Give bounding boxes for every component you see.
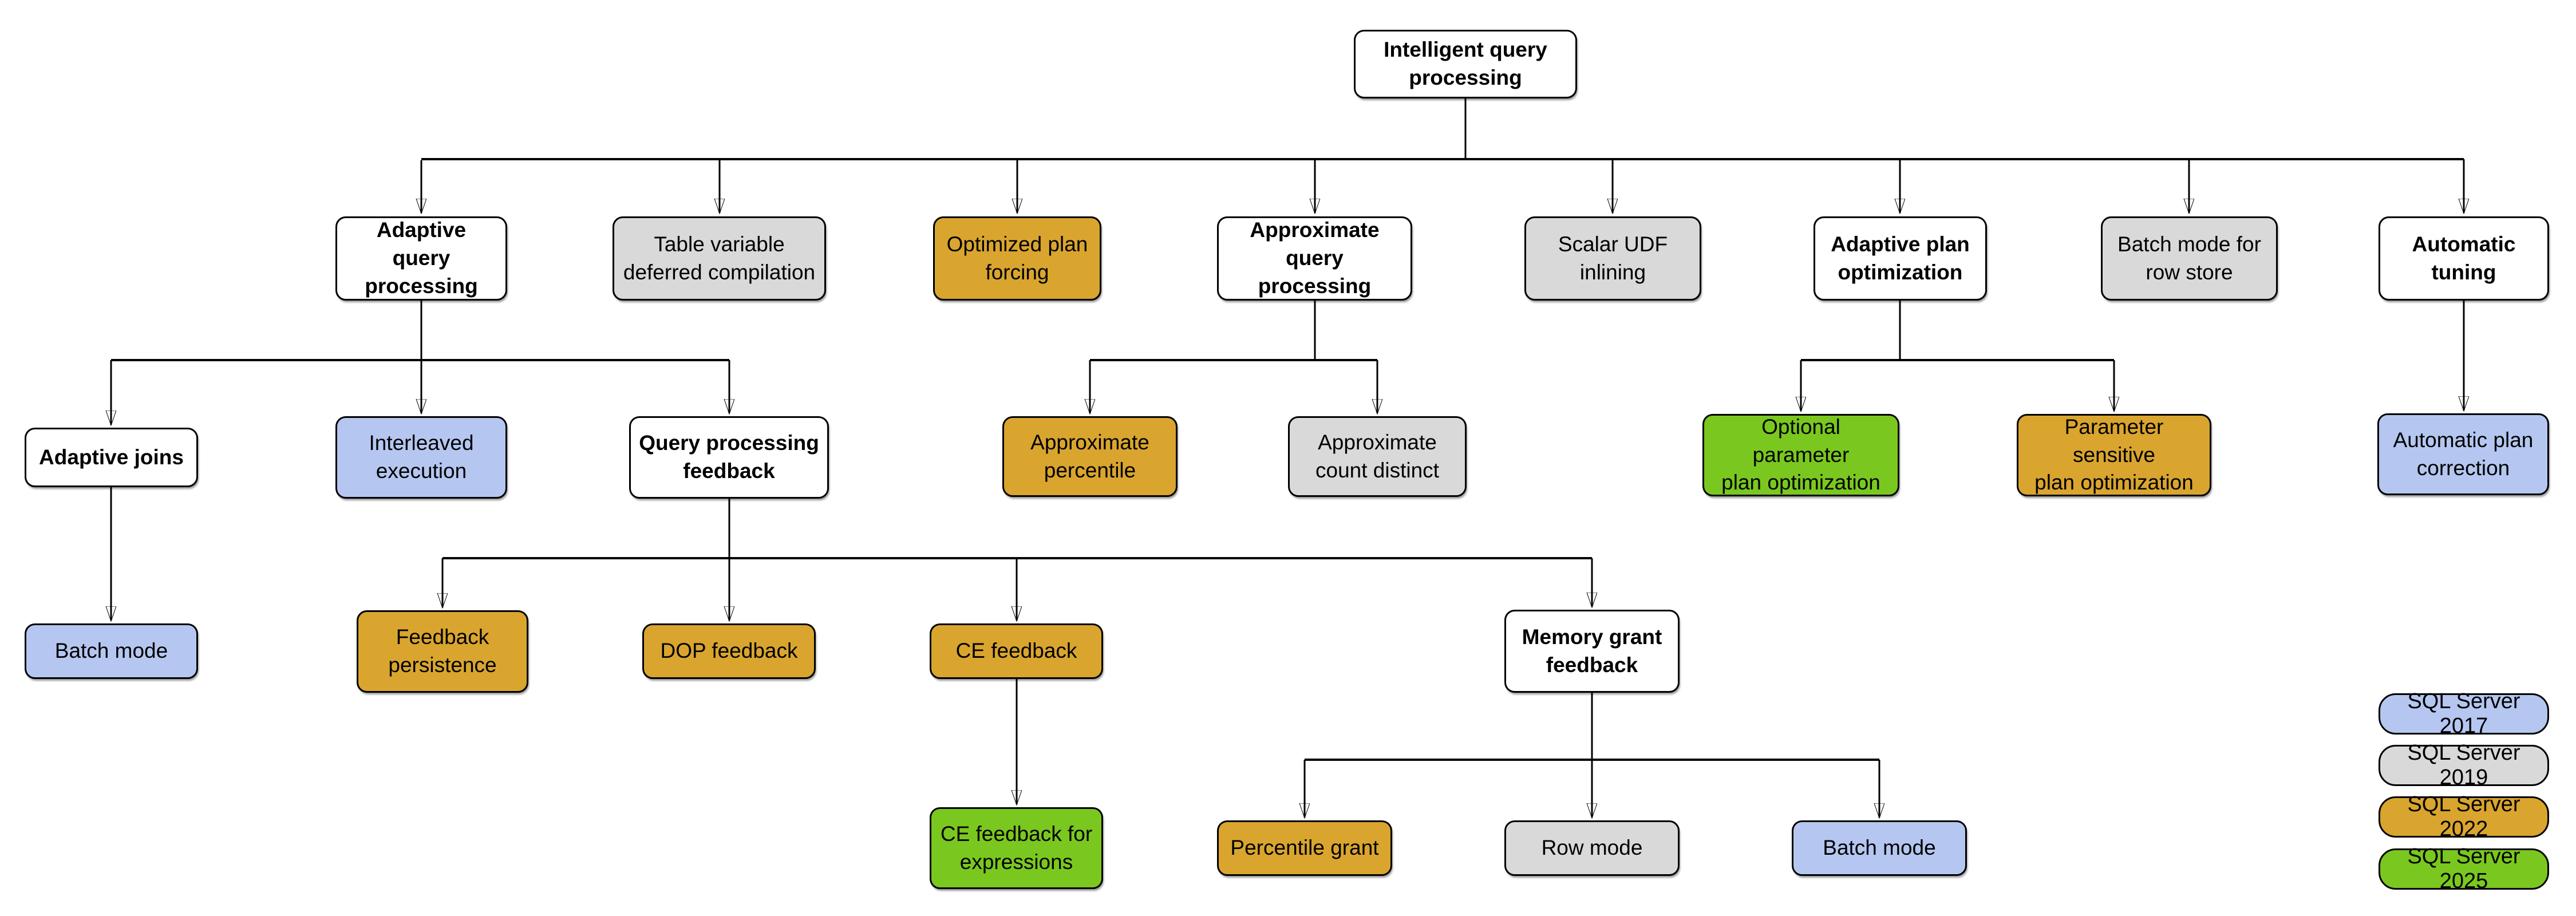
node-approximate-percentile: Approximate percentile <box>1002 416 1178 497</box>
legend-sql-server-2022: SQL Server 2022 <box>2379 792 2549 841</box>
node-adaptive-joins: Adaptive joins <box>25 428 198 487</box>
node-automatic-tuning: Automatic tuning <box>2379 216 2549 301</box>
node-intelligent-query-processing: Intelligent query processing <box>1354 30 1577 98</box>
node-ce-feedback-for-expressions: CE feedback for expressions <box>930 807 1103 889</box>
node-optimized-plan-forcing: Optimized plan forcing <box>933 216 1101 301</box>
node-percentile-grant: Percentile grant <box>1217 820 1392 876</box>
node-memory-grant-feedback: Memory grant feedback <box>1504 610 1680 693</box>
node-table-variable-deferred-compilation: Table variable deferred compilation <box>613 216 826 301</box>
node-automatic-plan-correction: Automatic plan correction <box>2377 413 2549 495</box>
node-scalar-udf-inlining: Scalar UDF inlining <box>1524 216 1701 301</box>
node-row-mode: Row mode <box>1504 820 1680 876</box>
node-parameter-sensitive-plan-optimization: Parameter sensitive plan optimization <box>2017 414 2211 496</box>
node-adaptive-plan-optimization: Adaptive plan optimization <box>1814 216 1987 301</box>
node-interleaved-execution: Interleaved execution <box>335 416 507 499</box>
node-ce-feedback: CE feedback <box>930 623 1103 679</box>
legend-sql-server-2017: SQL Server 2017 <box>2379 689 2549 738</box>
node-batch-mode-memory-grant: Batch mode <box>1792 820 1967 876</box>
node-approximate-query-processing: Approximate query processing <box>1217 216 1412 301</box>
node-optional-parameter-plan-optimization: Optional parameter plan optimization <box>1702 414 1899 496</box>
node-query-processing-feedback: Query processing feedback <box>629 416 829 499</box>
node-approximate-count-distinct: Approximate count distinct <box>1288 416 1467 497</box>
node-batch-mode-adaptive-joins: Batch mode <box>25 623 198 679</box>
legend-sql-server-2025: SQL Server 2025 <box>2379 844 2549 893</box>
legend-sql-server-2019: SQL Server 2019 <box>2379 741 2549 789</box>
node-dop-feedback: DOP feedback <box>642 623 816 679</box>
node-batch-mode-for-row-store: Batch mode for row store <box>2101 216 2278 301</box>
node-feedback-persistence: Feedback persistence <box>357 610 528 693</box>
node-adaptive-query-processing: Adaptive query processing <box>335 216 507 301</box>
